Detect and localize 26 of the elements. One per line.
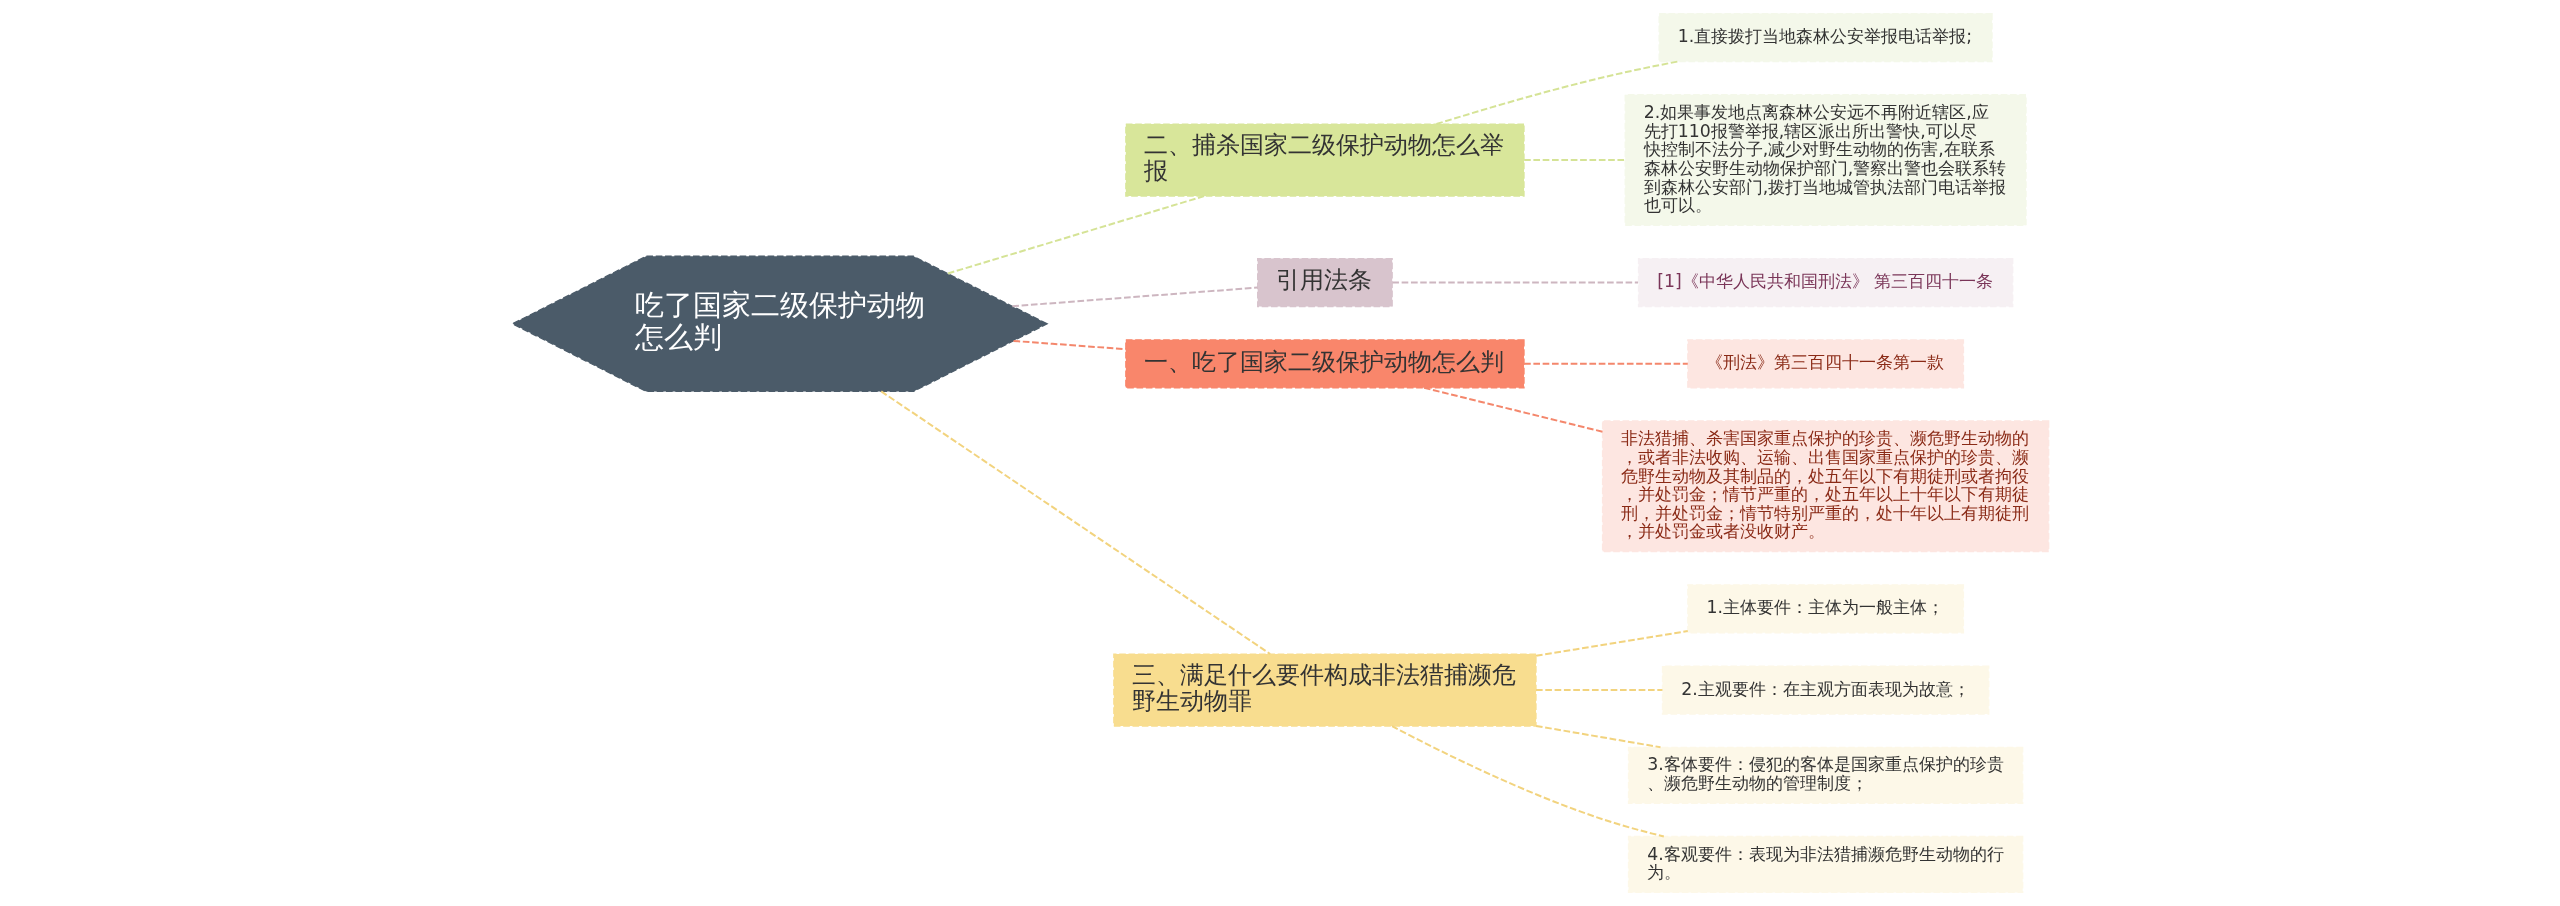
connector [1534,630,1689,657]
connector [1390,281,1639,284]
node-box: 《刑法》第三百四十一条第一款 [1686,339,1964,389]
connector [1422,386,1603,433]
connector [1522,362,1689,365]
connector [946,195,1205,275]
connector [1534,724,1662,749]
connector [1012,339,1127,351]
node-box: 4.客观要件：表现为非法猎捕濒危野生动物的行为。 [1627,835,2023,894]
node-box: 三、满足什么要件构成非法猎捕濒危野生动物罪 [1112,653,1537,727]
node-box: 2.如果事发地点离森林公安远不再附近辖区,应先打110报警举报,辖区派出所出警快,可以尽快控制不法分子,减少对野生动物的伤害,在联系森林公安野生动物保护部门,警察出警也会联系转到森林公安部门,拨打当地城管执法部门电话举报也可以。 [1624,94,2027,226]
node-box: 3.客体要件：侵犯的客体是国家重点保护的珍贵、濒危野生动物的管理制度； [1627,746,2023,804]
node-box: 二、捕杀国家二级保护动物怎么举报 [1124,123,1525,197]
node-box: 1.直接拨打当地森林公安举报电话举报; [1658,12,1993,63]
connector [879,390,1271,655]
node-box: [1]《中华人民共和国刑法》 第三百四十一条 [1637,257,2013,308]
node-box: 一、吃了国家二级保护动物怎么判 [1124,339,1525,389]
node-box: 1.主体要件：主体为一般主体； [1686,584,1964,634]
connector [1522,159,1626,162]
connector [1534,689,1663,692]
node-box: 引用法条 [1256,257,1393,308]
connector [1010,286,1259,308]
node-box: 2.主观要件：在主观方面表现为故意； [1661,665,1989,715]
connector [1390,725,1665,838]
node-box: 非法猎捕、杀害国家重点保护的珍贵、濒危野生动物的，或者非法收购、运输、出售国家重点保护的珍贵、濒危野生动物及其制品的，处五年以下有期徒刑或者拘役，并处罚金；情节严重的，处五年以上十年以下有期徒刑，并处罚金；情节特别严重的，处十年以上有期徒刑，并处罚金或者没收财产。 [1601,420,2049,553]
connector [1434,60,1679,126]
